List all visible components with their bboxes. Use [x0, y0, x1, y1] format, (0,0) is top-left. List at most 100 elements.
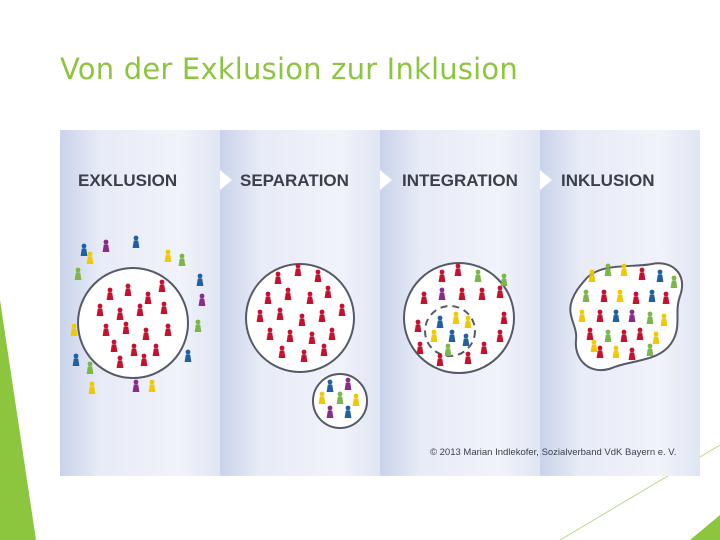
person-figure-icon	[628, 309, 636, 322]
person-figure-icon	[198, 293, 206, 306]
person-figure-icon	[132, 235, 140, 248]
person-figure-icon	[448, 329, 456, 342]
person-figure-icon	[600, 289, 608, 302]
person-figure-icon	[158, 279, 166, 292]
person-figure-icon	[500, 273, 508, 286]
person-figure-icon	[286, 329, 294, 342]
person-figure-icon	[660, 313, 668, 326]
person-figure-icon	[160, 301, 168, 314]
person-figure-icon	[70, 323, 78, 336]
person-figure-icon	[124, 283, 132, 296]
person-figure-icon	[194, 319, 202, 332]
person-figure-icon	[278, 345, 286, 358]
person-figure-icon	[256, 309, 264, 322]
person-figure-icon	[140, 353, 148, 366]
person-figure-icon	[144, 291, 152, 304]
person-figure-icon	[264, 291, 272, 304]
person-figure-icon	[308, 331, 316, 344]
person-figure-icon	[136, 303, 144, 316]
person-figure-icon	[628, 347, 636, 360]
person-figure-icon	[130, 343, 138, 356]
person-figure-icon	[344, 377, 352, 390]
person-figure-icon	[604, 263, 612, 276]
person-figure-icon	[284, 287, 292, 300]
person-figure-icon	[588, 269, 596, 282]
person-figure-icon	[464, 351, 472, 364]
copyright-text: © 2013 Marian Indlekofer, Sozialverband …	[430, 447, 676, 458]
person-figure-icon	[102, 239, 110, 252]
person-figure-icon	[612, 345, 620, 358]
person-figure-icon	[142, 327, 150, 340]
person-figure-icon	[604, 329, 612, 342]
person-figure-icon	[318, 391, 326, 404]
person-figure-icon	[436, 315, 444, 328]
person-figure-icon	[636, 327, 644, 340]
person-figure-icon	[616, 289, 624, 302]
person-figure-icon	[80, 243, 88, 256]
person-figure-icon	[438, 269, 446, 282]
green-bottom-right-triangle	[690, 515, 720, 540]
person-figure-icon	[300, 349, 308, 362]
person-figure-icon	[196, 273, 204, 286]
person-figure-icon	[326, 405, 334, 418]
person-figure-icon	[314, 269, 322, 282]
person-figure-icon	[436, 353, 444, 366]
person-figure-icon	[298, 313, 306, 326]
person-figure-icon	[464, 315, 472, 328]
person-figure-icon	[596, 345, 604, 358]
panel-label-separation: SEPARATION	[240, 171, 349, 190]
person-figure-icon	[582, 289, 590, 302]
person-figure-icon	[116, 307, 124, 320]
person-figure-icon	[86, 251, 94, 264]
person-figure-icon	[324, 285, 332, 298]
person-figure-icon	[596, 309, 604, 322]
person-figure-icon	[646, 311, 654, 324]
person-figure-icon	[620, 263, 628, 276]
person-figure-icon	[612, 309, 620, 322]
person-figure-icon	[152, 343, 160, 356]
person-figure-icon	[474, 269, 482, 282]
person-figure-icon	[670, 275, 678, 288]
person-figure-icon	[458, 287, 466, 300]
people-figures	[70, 235, 678, 418]
person-figure-icon	[328, 327, 336, 340]
person-figure-icon	[438, 287, 446, 300]
person-figure-icon	[500, 311, 508, 324]
person-figure-icon	[420, 291, 428, 304]
person-figure-icon	[454, 263, 462, 276]
person-figure-icon	[110, 339, 118, 352]
person-figure-icon	[88, 381, 96, 394]
person-figure-icon	[86, 361, 94, 374]
person-figure-icon	[414, 319, 422, 332]
person-figure-icon	[116, 355, 124, 368]
exklusion-circle	[77, 267, 189, 379]
person-figure-icon	[96, 303, 104, 316]
person-figure-icon	[496, 285, 504, 298]
person-figure-icon	[648, 289, 656, 302]
person-figure-icon	[452, 311, 460, 324]
person-figure-icon	[632, 291, 640, 304]
person-figure-icon	[132, 379, 140, 392]
person-figure-icon	[164, 249, 172, 262]
person-figure-icon	[326, 379, 334, 392]
person-figure-icon	[266, 327, 274, 340]
person-figure-icon	[462, 333, 470, 346]
person-figure-icon	[122, 321, 130, 334]
green-corner-triangle	[0, 300, 36, 540]
person-figure-icon	[656, 269, 664, 282]
person-figure-icon	[430, 329, 438, 342]
person-figure-icon	[620, 329, 628, 342]
person-figure-icon	[578, 309, 586, 322]
person-figure-icon	[72, 353, 80, 366]
person-figure-icon	[586, 327, 594, 340]
person-figure-icon	[318, 309, 326, 322]
person-figure-icon	[652, 331, 660, 344]
person-figure-icon	[102, 323, 110, 336]
person-figure-icon	[106, 287, 114, 300]
person-figure-icon	[344, 405, 352, 418]
integration-circle	[403, 262, 515, 374]
green-corner-line	[0, 329, 23, 540]
person-figure-icon	[184, 349, 192, 362]
person-figure-icon	[590, 339, 598, 352]
inclusion-infographic: EXKLUSION SEPARATION INTEGRATION INKLUSI…	[60, 130, 700, 476]
